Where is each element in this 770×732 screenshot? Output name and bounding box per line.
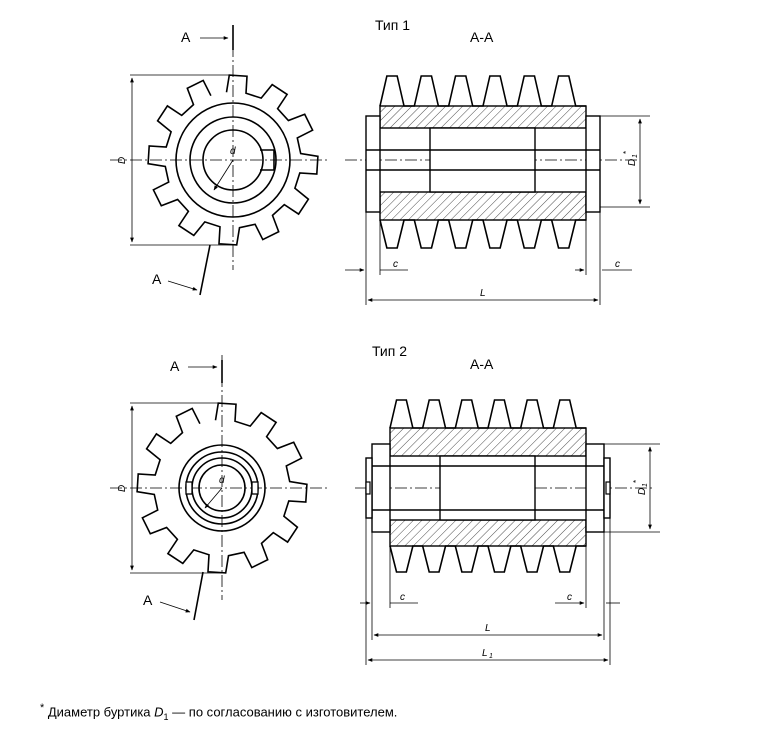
dim-d-label: d xyxy=(230,146,236,157)
svg-text:D: D xyxy=(637,488,648,495)
section-arrow-bottom xyxy=(159,601,191,613)
type2-section-label: A-A xyxy=(470,356,494,372)
type2-front-view: d D A A xyxy=(110,355,330,621)
type1-section-label: A-A xyxy=(470,29,494,45)
dim-c-left-label: c xyxy=(393,259,398,270)
bore-dim-line xyxy=(213,159,234,191)
collar-left xyxy=(371,443,391,533)
bore-circle xyxy=(202,129,264,191)
bore-circle xyxy=(198,464,246,512)
end-slot-left xyxy=(365,481,371,495)
gear-profile xyxy=(147,74,319,246)
bore-recess xyxy=(429,127,536,193)
dim-L-label: L xyxy=(485,623,491,634)
cut-mark-bottom xyxy=(199,244,211,296)
hub-inner-circle xyxy=(189,116,277,204)
cut-mark-bottom xyxy=(193,571,204,621)
footnote-symbol-sub: 1 xyxy=(163,711,169,722)
hub-section-top xyxy=(389,427,587,457)
cut-label-top: A xyxy=(170,358,180,374)
gear-profile xyxy=(136,402,308,574)
collar-right xyxy=(585,115,601,213)
dim-D1-label: D 1 * xyxy=(622,151,639,166)
cut-label-top: A xyxy=(181,29,191,45)
dim-c-left-label: c xyxy=(400,592,405,603)
footnote-star: * xyxy=(40,702,45,714)
footnote-symbol: D xyxy=(154,704,164,720)
cut-label-bottom: A xyxy=(143,592,153,608)
teeth-profile-top xyxy=(379,75,586,107)
type1-section-view: Тип 1 A-A D 1 * c c L xyxy=(345,17,650,305)
hub-outer-circle xyxy=(175,102,291,218)
dim-L-label: L xyxy=(480,288,486,299)
type1-title: Тип 1 xyxy=(375,17,410,33)
svg-text:D: D xyxy=(627,159,638,166)
hub-section-bottom xyxy=(389,519,587,547)
keyway xyxy=(260,149,275,171)
section-arrow-bottom xyxy=(167,280,198,291)
dim-D1-label: D 1 * xyxy=(632,480,649,495)
footnote: * Диаметр буртика D1 — по согласованию с… xyxy=(40,702,397,722)
dim-c-right-label: c xyxy=(567,592,572,603)
hub-outer-circle xyxy=(178,444,266,532)
key-slot-left xyxy=(185,481,193,495)
svg-text:1: 1 xyxy=(642,483,649,487)
hub-section-top xyxy=(379,105,587,129)
dim-D-label: D xyxy=(117,485,128,492)
key-slot-right xyxy=(251,481,259,495)
dim-c-right-label: c xyxy=(615,259,620,270)
dim-L1-label: L xyxy=(482,648,488,659)
type2-section-view: Тип 2 A-A D 1 * c c xyxy=(355,343,660,665)
footnote-text-before: Диаметр буртика xyxy=(44,704,155,720)
collar-left xyxy=(365,115,381,213)
teeth-profile-bottom xyxy=(389,545,586,573)
type2-title: Тип 2 xyxy=(372,343,407,359)
footnote-text-after: — по согласованию с изготовителем. xyxy=(168,704,398,720)
bore-dim-line xyxy=(204,487,223,509)
dim-L1-sub: 1 xyxy=(489,653,493,660)
teeth-profile-bottom xyxy=(379,219,586,249)
teeth-profile-top xyxy=(389,399,586,429)
svg-text:*: * xyxy=(632,480,641,483)
collar-right xyxy=(585,443,605,533)
dim-D-label: D xyxy=(117,157,128,164)
end-slot-right xyxy=(605,481,611,495)
hub-section-bottom xyxy=(379,191,587,221)
type1-front-view: d D A A xyxy=(110,25,330,296)
dim-d-label: d xyxy=(219,475,225,486)
svg-text:1: 1 xyxy=(632,154,639,158)
cut-label-bottom: A xyxy=(152,271,162,287)
svg-text:*: * xyxy=(622,151,631,154)
